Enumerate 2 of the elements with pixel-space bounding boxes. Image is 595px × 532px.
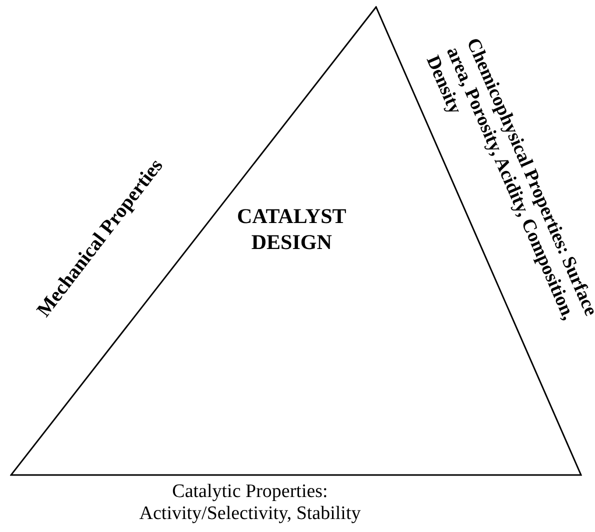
side-label: Catalytic Properties: Activity/Selectivity, Stability [138,481,362,525]
center-label: CATALYST DESIGN [236,203,348,256]
